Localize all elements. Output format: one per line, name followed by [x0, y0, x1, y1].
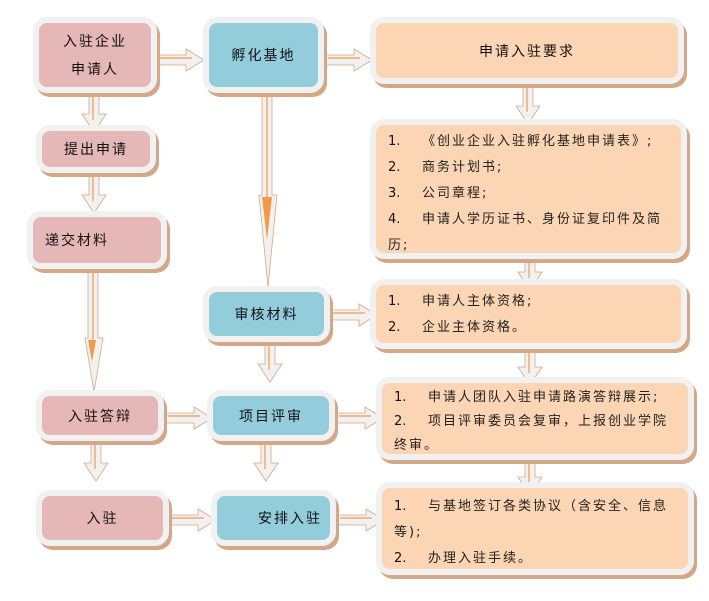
- note-review: 1.申请人团队入驻申请路演答辩展示; 2.项目评审委员会复审，上报创业学院终审。: [376, 377, 694, 460]
- arrow-review-to-project: [257, 341, 283, 383]
- arrow-submit-to-materials: [81, 172, 107, 214]
- arrow-materials-to-defense: [84, 267, 104, 393]
- note-item: 2.商务计划书;: [388, 160, 504, 175]
- note-requirements: 1.《创业企业入驻孵化基地申请表》; 2.商务计划书; 3.公司章程; 4.申请…: [370, 119, 687, 259]
- note-item: 1.申请人团队入驻申请路演答辩展示;: [394, 390, 660, 405]
- arrow-move-in-to-arrange: [167, 508, 217, 532]
- submit-application-label: 提出申请: [64, 142, 128, 158]
- note-item: 3.公司章程;: [388, 186, 489, 201]
- arrow-defense-to-move-in: [83, 440, 109, 482]
- node-arrange-move-in: 安排入驻: [211, 490, 336, 546]
- arrow-incubator-to-review: [258, 92, 278, 288]
- note-item: 2.项目评审委员会复审，上报创业学院终审。: [394, 414, 669, 453]
- node-move-in: 入驻: [36, 490, 169, 546]
- applicant-line2: 申请人: [71, 62, 119, 78]
- node-review-materials: 审核材料: [203, 286, 330, 342]
- applicant-line1: 入驻企业: [63, 34, 127, 50]
- node-applicant: 入驻企业 申请人: [33, 17, 157, 93]
- note-item: 4.申请人学历证书、身份证复印件及简历;: [388, 212, 663, 253]
- node-incubator: 孵化基地: [203, 17, 324, 93]
- arrow-defense-to-project-review: [163, 406, 213, 430]
- arrange-move-in-label: 安排入驻: [258, 511, 322, 527]
- arrow-project-to-arrange: [253, 440, 279, 482]
- requirements-title-label: 申请入驻要求: [479, 43, 575, 60]
- note-settle: 1.与基地签订各类协议（含安全、信息等); 2.办理入驻手续。: [376, 482, 694, 575]
- node-project-review: 项目评审: [207, 390, 335, 441]
- arrow-req-title-to-list: [515, 83, 541, 125]
- note-item: 1.与基地签订各类协议（含安全、信息等);: [394, 499, 669, 540]
- note-qualification: 1.申请人主体资格; 2.企业主体资格。: [370, 279, 687, 349]
- node-submit-application: 提出申请: [36, 125, 156, 173]
- note-item: 2.办理入驻手续。: [394, 551, 534, 566]
- node-submit-materials: 递交材料: [27, 211, 167, 269]
- submit-materials-label: 递交材料: [45, 233, 109, 249]
- review-materials-label: 审核材料: [234, 307, 299, 323]
- note-item: 1.《创业企业入驻孵化基地申请表》;: [388, 134, 654, 149]
- note-item: 2.企业主体资格。: [388, 320, 528, 335]
- defense-label: 入驻答辩: [68, 408, 132, 425]
- node-requirements-title: 申请入驻要求: [370, 17, 684, 84]
- note-item: 1.申请人主体资格;: [388, 294, 534, 309]
- project-review-label: 项目评审: [239, 408, 303, 425]
- arrow-incubator-to-requirements: [323, 48, 373, 72]
- move-in-label: 入驻: [86, 511, 119, 527]
- node-defense: 入驻答辩: [36, 390, 164, 441]
- incubator-label: 孵化基地: [231, 48, 296, 64]
- arrow-applicant-to-incubator: [155, 48, 205, 72]
